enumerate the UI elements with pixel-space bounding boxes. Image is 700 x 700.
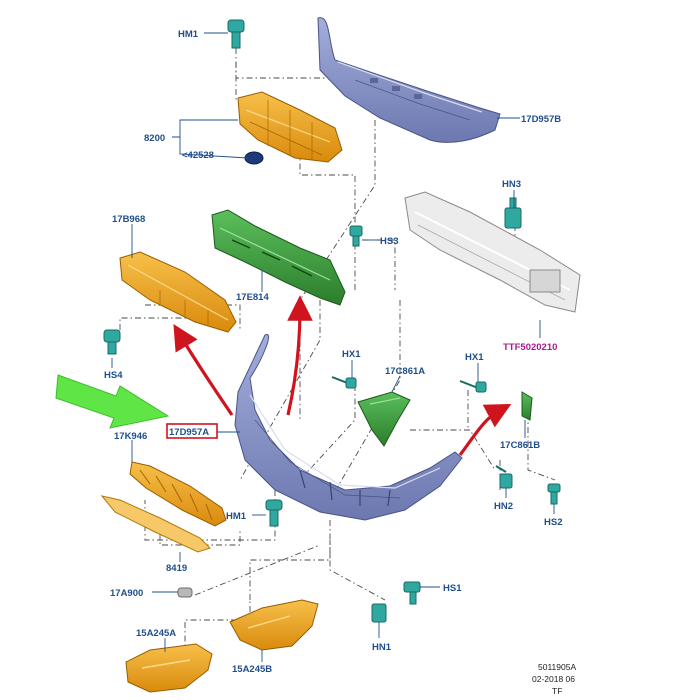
- label-hs4: HS4: [104, 370, 123, 381]
- label-17k946: 17K946: [114, 431, 147, 442]
- clip-hx1-left: [331, 376, 357, 389]
- clip-hm1-bottom: [265, 499, 283, 527]
- fog-cover-15a245a: [125, 643, 213, 693]
- upper-absorber: [237, 91, 343, 163]
- clip-hn2: [495, 465, 513, 489]
- main-bumper-cover: [234, 334, 463, 521]
- clip-hm1-top: [227, 19, 245, 49]
- clip-hx1-right: [459, 380, 487, 393]
- label-17d957b: 17D957B: [521, 114, 561, 125]
- label-hn3: HN3: [502, 179, 521, 190]
- label-15a245a: 15A245A: [136, 628, 176, 639]
- part-labels: HM1 17D957B 8200 <42528 HN3 17B968 HS3 1…: [104, 29, 562, 675]
- label-15a245b: 15A245B: [232, 664, 272, 675]
- label-17b968: 17B968: [112, 214, 145, 225]
- label-hm1-top: HM1: [178, 29, 199, 40]
- bumper-reinforcement: [404, 191, 581, 313]
- label-hn2: HN2: [494, 501, 513, 512]
- trim-strip: [100, 495, 211, 553]
- green-bracket: [211, 209, 346, 306]
- red-arrows: [173, 295, 512, 456]
- label-17d957a: 17D957A: [169, 427, 209, 438]
- label-8419: 8419: [166, 563, 187, 574]
- footer-date: 02-2018 06: [532, 674, 575, 684]
- label-hx1-right: HX1: [465, 352, 484, 363]
- fog-cover-15a245b: [229, 599, 319, 651]
- leader-lines: [111, 32, 555, 662]
- label-hs1: HS1: [443, 583, 462, 594]
- clip-hs2: [547, 483, 561, 505]
- footer-code: 5011905A: [538, 662, 576, 672]
- label-42528: <42528: [182, 150, 214, 161]
- clip-hs4: [103, 329, 121, 355]
- label-8200: 8200: [144, 133, 165, 144]
- bracket-17c861a: [357, 391, 411, 447]
- label-hn1: HN1: [372, 642, 392, 653]
- label-ttf5020210: TTF5020210: [503, 342, 557, 353]
- label-17e814: 17E814: [236, 292, 269, 303]
- highlight-box: [166, 423, 218, 439]
- label-17a900: 17A900: [110, 588, 143, 599]
- clip-hs3: [349, 225, 363, 247]
- part-17a900: [177, 587, 193, 598]
- lower-grille: [129, 461, 227, 527]
- clip-hn1: [371, 603, 387, 623]
- label-hs2: HS2: [544, 517, 562, 528]
- lower-absorber: [119, 251, 237, 333]
- clip-hs1: [403, 581, 421, 605]
- footer-reference: 5011905A 02-2018 06 TF: [532, 662, 576, 696]
- bracket-17c861b: [521, 391, 533, 421]
- label-hs3: HS3: [380, 236, 398, 247]
- green-arrow: [55, 374, 170, 429]
- label-hx1-left: HX1: [342, 349, 361, 360]
- footer-mark: TF: [552, 686, 562, 696]
- clip-hn3: [504, 197, 522, 229]
- upper-bumper-cover: [317, 17, 501, 143]
- label-17c861b: 17C861B: [500, 440, 540, 451]
- label-17c861a: 17C861A: [385, 366, 425, 377]
- label-hm1-bottom: HM1: [226, 511, 247, 522]
